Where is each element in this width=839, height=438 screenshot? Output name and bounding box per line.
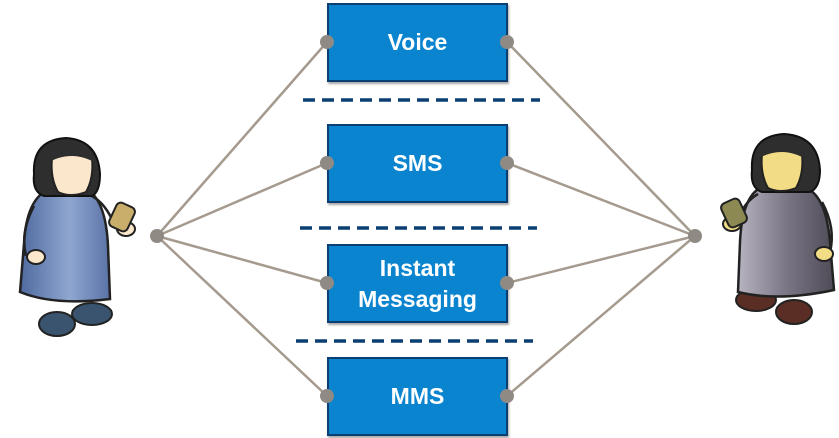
dot-mms-right — [500, 389, 514, 403]
channel-voice: Voice — [327, 3, 508, 82]
dot-voice-right — [500, 35, 514, 49]
channel-instant-messaging: Instant Messaging — [327, 244, 508, 323]
dot-im-left — [320, 276, 334, 290]
connector-right-voice — [506, 41, 696, 237]
connector-right-im — [506, 234, 696, 285]
dot-sms-right — [500, 156, 514, 170]
hub-dot-right — [688, 229, 702, 243]
dot-voice-left — [320, 35, 334, 49]
dot-mms-left — [320, 389, 334, 403]
woman-with-phone-icon — [18, 136, 136, 337]
connector-left-voice — [156, 41, 328, 237]
connector-left-im — [156, 234, 328, 285]
dot-sms-left — [320, 156, 334, 170]
connector-right-mms — [506, 235, 696, 397]
hub-dot-left — [150, 229, 164, 243]
woman-with-phone-icon — [720, 132, 836, 325]
channel-mms: MMS — [327, 357, 508, 436]
dot-im-right — [500, 276, 514, 290]
connector-right-sms — [506, 161, 696, 238]
connector-left-mms — [156, 235, 328, 397]
connector-left-sms — [156, 161, 328, 238]
